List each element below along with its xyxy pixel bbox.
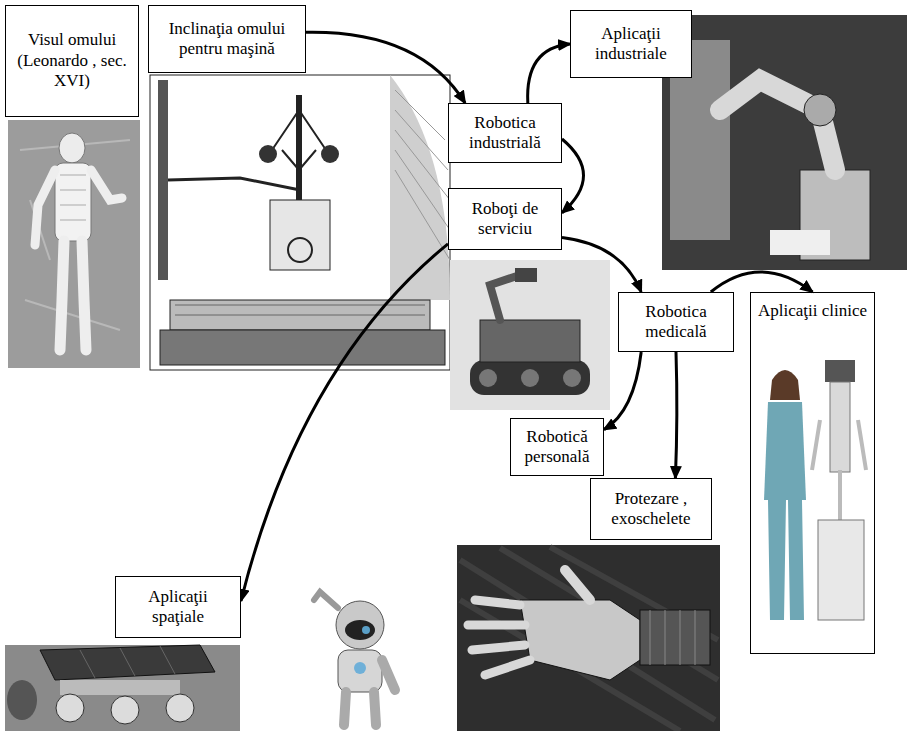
humanoid-robot-photo-part [336,601,384,649]
concept-box: Visul omului (Leonardo , sec. XVI) [5,5,139,117]
machine-engraving-part [395,90,450,260]
curved-arrow [528,44,570,103]
space-rover-photo-part [80,646,175,678]
machine-engraving-part [175,305,425,315]
leonardo-robot-photo-part [8,120,140,368]
box-label: Robotica medicală [625,302,727,343]
space-rover-photo-part [111,696,139,724]
space-rover-photo-part [56,694,84,722]
clinical-robot-photo-part [818,520,864,620]
service-robot-photo [450,260,610,410]
box-label: Visul omului (Leonardo , sec. XVI) [12,30,132,91]
box-label: Aplicaţii spaţiale [122,587,234,628]
leonardo-robot-photo-part [91,170,122,200]
space-rover-photo-part [60,680,180,695]
machine-engraving-part [288,238,312,262]
space-rover-photo-part [166,694,194,722]
concept-box: Robotica industrială [448,103,562,163]
humanoid-robot-photo-part [303,590,420,731]
curved-arrow [562,238,641,292]
humanoid-robot-photo-part [345,620,375,640]
curved-arrow [241,244,448,601]
leonardo-robot-photo-part [20,140,130,330]
service-robot-photo-part [515,268,537,282]
prosthetic-hand-photo-part [468,600,530,675]
machine-engraving-part [321,145,339,163]
humanoid-robot-photo [303,590,420,731]
prosthetic-hand-photo-part [640,610,710,665]
clinical-robot-photo-part [825,360,855,382]
industrial-robot-photo-part [720,80,835,170]
leonardo-robot-photo-part [82,241,86,350]
service-robot-photo-part [563,369,581,387]
curved-arrow [562,139,584,213]
concept-box: Robotică personală [510,418,604,476]
curved-arrow [711,272,813,292]
leonardo-robot-photo-part [60,241,64,350]
concept-box: Roboţi de serviciu [448,188,562,250]
humanoid-robot-photo-part [344,660,395,725]
concept-box: Inclinaţia omului pentru maşină [148,5,306,73]
machine-engraving-part [272,110,326,170]
machine-engraving-part [150,75,450,370]
humanoid-robot-photo-part [362,626,370,634]
prosthetic-hand-photo-part [520,600,640,680]
box-label: Robotică personală [517,427,597,468]
service-robot-photo-part [521,369,539,387]
humanoid-robot-photo-part [338,650,382,692]
industrial-robot-photo-part [804,94,836,126]
machine-engraving-part [158,80,168,280]
clinical-robot-photo-part [768,500,804,620]
concept-box: Aplicaţii industriale [570,10,692,78]
service-robot-photo-part [470,360,590,395]
machine-engraving-part [160,330,445,365]
leonardo-robot-photo-part [59,133,85,163]
industrial-robot-photo-part [770,230,830,255]
clinical-robot-photo-part [830,382,850,472]
concept-box: Aplicaţii clinice [750,292,875,654]
concept-box: Robotica medicală [618,292,734,352]
space-rover-photo-part [7,680,37,720]
service-robot-photo-part [479,369,497,387]
prosthetic-hand-photo-part [460,547,718,731]
space-rover-photo [5,645,240,731]
leonardo-robot-photo [8,120,140,368]
machine-engraving-part [390,75,450,300]
machine-engraving-part [270,200,330,270]
prosthetic-hand-photo-part [565,570,590,600]
box-label: Protezare , exoschelete [597,489,705,530]
curved-arrow [604,352,641,430]
humanoid-robot-photo-part [314,592,338,608]
box-label: Roboţi de serviciu [455,199,555,240]
curved-arrow [306,32,465,103]
concept-box: Protezare , exoschelete [590,478,712,540]
industrial-robot-photo [662,15,907,270]
industrial-robot-photo-part [662,15,907,270]
leonardo-robot-photo-part [35,170,55,245]
machine-engraving [150,75,450,370]
space-rover-photo-part [40,645,215,680]
concept-box: Aplicaţii spaţiale [115,576,241,638]
clinical-robot-photo-part [812,420,866,520]
curved-arrow [675,352,676,478]
clinical-robot-photo-part [764,402,806,500]
box-label: Robotica industrială [455,113,555,154]
machine-engraving-part [259,145,277,163]
prosthetic-hand-photo-part [650,610,695,665]
box-label: Inclinaţia omului pentru maşină [155,19,299,60]
box-label: Aplicaţii clinice [758,301,867,321]
service-robot-photo-part [450,260,610,410]
leonardo-robot-photo-part [60,175,86,220]
prosthetic-hand-photo [457,545,720,731]
service-robot-photo-part [480,320,580,362]
box-label: Aplicaţii industriale [577,24,685,65]
space-rover-photo-part [5,645,240,731]
leonardo-robot-photo-part [55,163,91,241]
humanoid-robot-photo-part [354,662,366,674]
clinical-robot-photo-part [770,370,800,400]
prosthetic-hand-photo-part [457,545,720,731]
clinical-robot-photo [764,360,866,620]
machine-engraving-part [170,300,430,330]
